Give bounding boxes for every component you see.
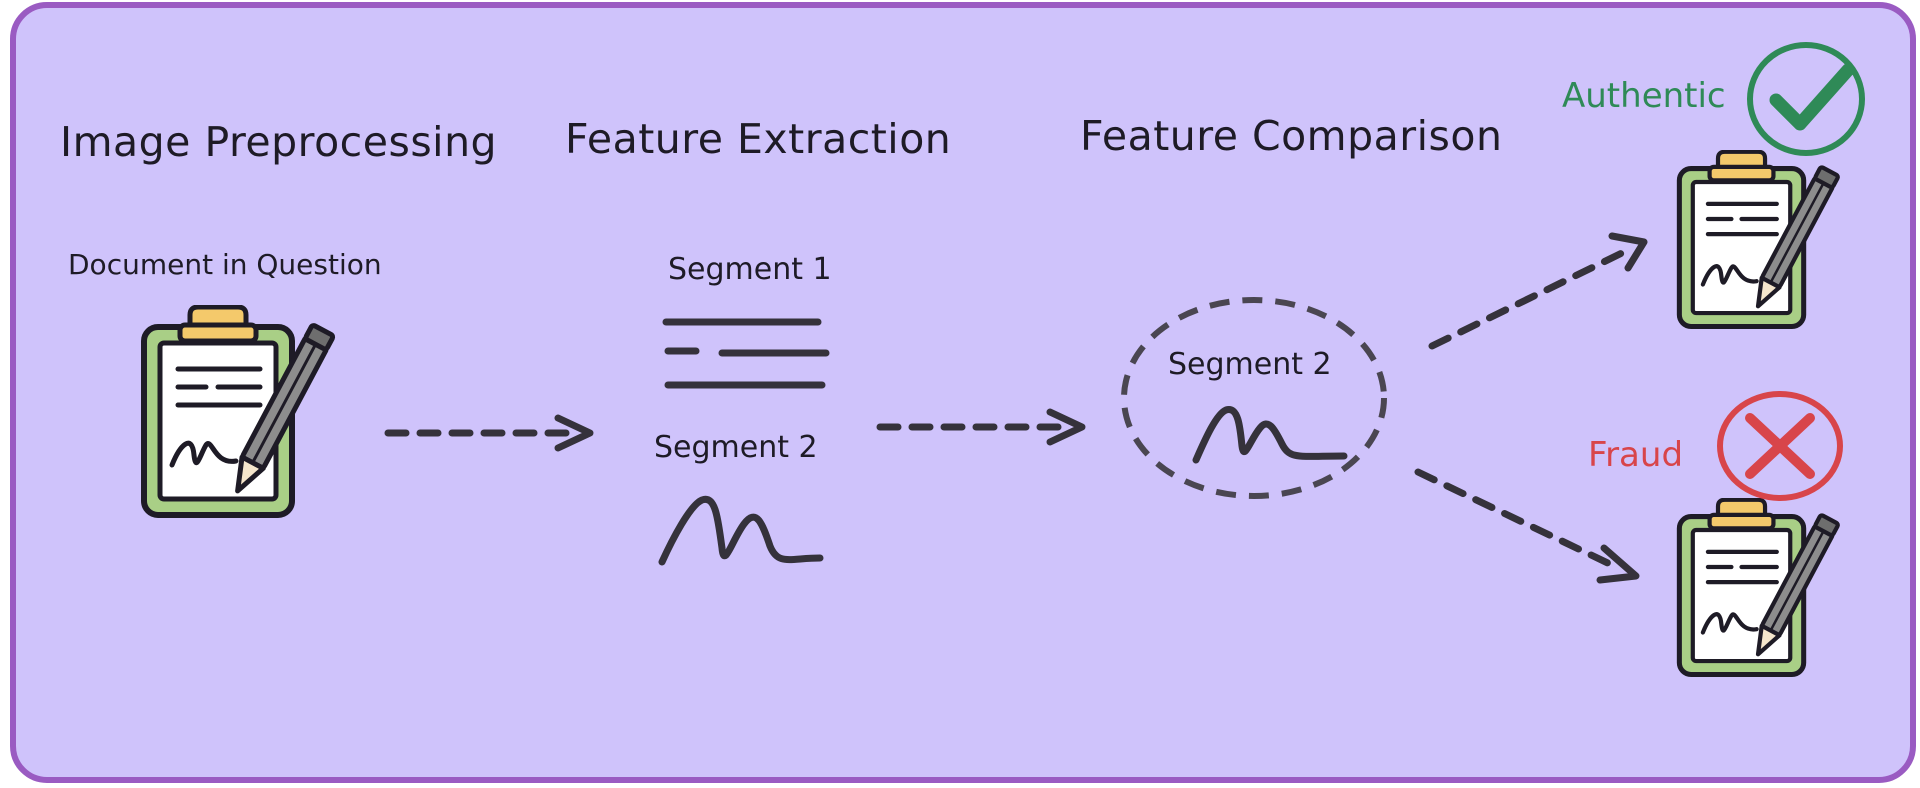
document-in-question-label: Document in Question: [68, 248, 382, 281]
comparison-focus-ellipse: [1121, 297, 1387, 499]
authentic-label: Authentic: [1562, 76, 1726, 116]
stage-title-preprocessing: Image Preprocessing: [60, 118, 498, 166]
segment-1-label: Segment 1: [668, 252, 832, 287]
comparison-segment-label: Segment 2: [1168, 347, 1332, 382]
stage-title-extraction: Feature Extraction: [565, 115, 952, 163]
signature-icon: [658, 495, 824, 566]
checkmark-circle-icon: [1747, 42, 1865, 156]
arrow-to-comparison: [876, 408, 1086, 446]
fraud-label: Fraud: [1588, 435, 1684, 475]
stage-title-comparison: Feature Comparison: [1080, 112, 1503, 160]
arrow-to-authentic: [1428, 232, 1648, 350]
arrow-to-fraud: [1414, 468, 1640, 584]
cross-circle-icon: [1717, 391, 1843, 501]
comparison-signature-icon: [1192, 406, 1348, 464]
diagram-frame: [10, 2, 1916, 783]
arrow-to-extraction: [384, 414, 594, 452]
text-lines-icon: [662, 318, 830, 389]
segment-2-label: Segment 2: [654, 430, 818, 465]
